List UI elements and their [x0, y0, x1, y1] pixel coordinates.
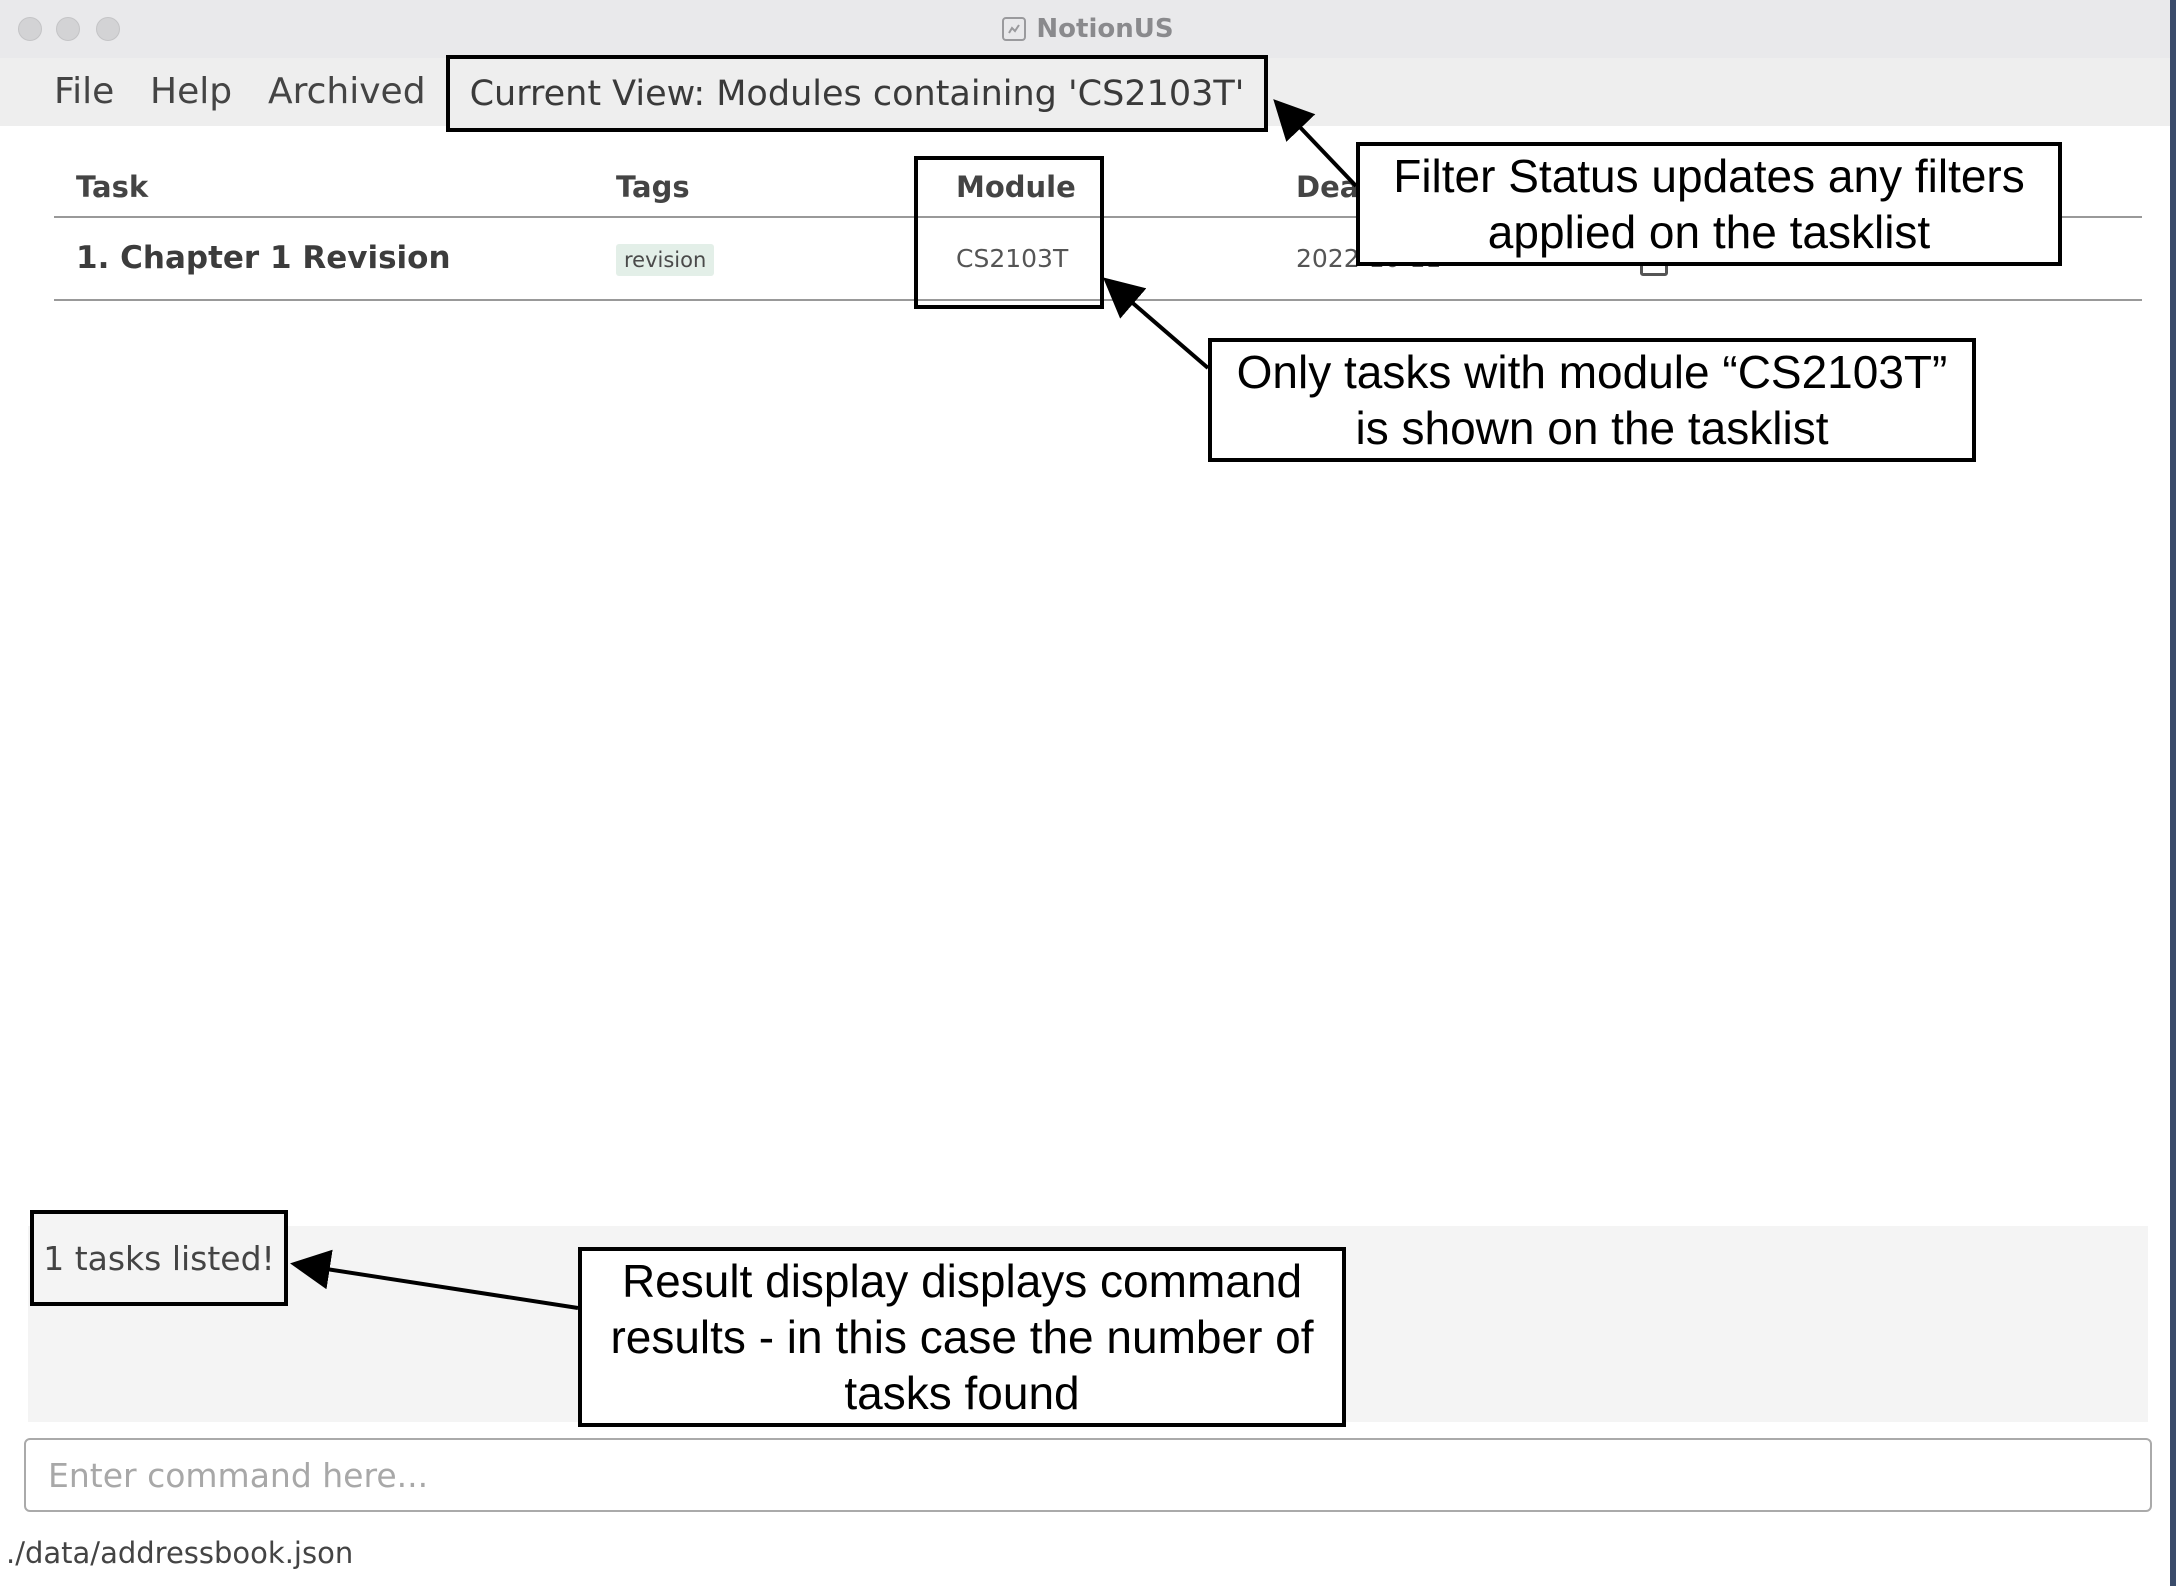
filter-status: Current View: Modules containing 'CS2103… [446, 55, 1268, 132]
tag-chip: revision [616, 244, 715, 276]
module-highlight-box [914, 156, 1104, 309]
callout-filter-line2: applied on the tasklist [1487, 206, 1931, 258]
row-divider [54, 299, 2142, 301]
menu-file[interactable]: File [54, 71, 115, 112]
desktop-edge [2170, 0, 2176, 1586]
window-titlebar: NotionUS [0, 0, 2176, 59]
header-divider [54, 216, 2142, 218]
menu-help[interactable]: Help [150, 71, 233, 112]
minimize-icon[interactable] [56, 17, 80, 41]
status-bar-path: ./data/addressbook.json [6, 1536, 354, 1570]
task-name: 1. Chapter 1 Revision [76, 240, 451, 276]
menu-archived[interactable]: Archived [268, 71, 426, 112]
command-input[interactable] [24, 1438, 2152, 1512]
callout-module-line1: Only tasks with module “CS2103T” [1236, 346, 1948, 398]
column-header-module: Module [956, 170, 1076, 204]
app-icon [1002, 17, 1027, 41]
callout-module-line2: is shown on the tasklist [1355, 402, 1829, 454]
task-module: CS2103T [956, 244, 1069, 273]
callout-result-line3: tasks found [844, 1367, 1080, 1419]
column-header-task: Task [76, 170, 149, 204]
window-title-group: NotionUS [0, 0, 2176, 58]
callout-filter-line1: Filter Status updates any filters [1393, 150, 2025, 202]
callout-filter-status: Filter Status updates any filters applie… [1356, 142, 2062, 266]
arrow-module [1102, 277, 1210, 370]
callout-result-line2: results - in this case the number of [610, 1311, 1314, 1363]
window-title: NotionUS [1036, 14, 1174, 44]
column-header-deadline: Dea [1296, 170, 1360, 204]
callout-result-line1: Result display displays command [621, 1255, 1303, 1307]
callout-module-filter: Only tasks with module “CS2103T” is show… [1208, 338, 1976, 462]
result-message: 1 tasks listed! [30, 1210, 288, 1306]
close-icon[interactable] [18, 17, 42, 41]
maximize-icon[interactable] [96, 17, 120, 41]
column-header-tags: Tags [616, 170, 690, 204]
callout-result-display: Result display displays command results … [578, 1247, 1346, 1427]
